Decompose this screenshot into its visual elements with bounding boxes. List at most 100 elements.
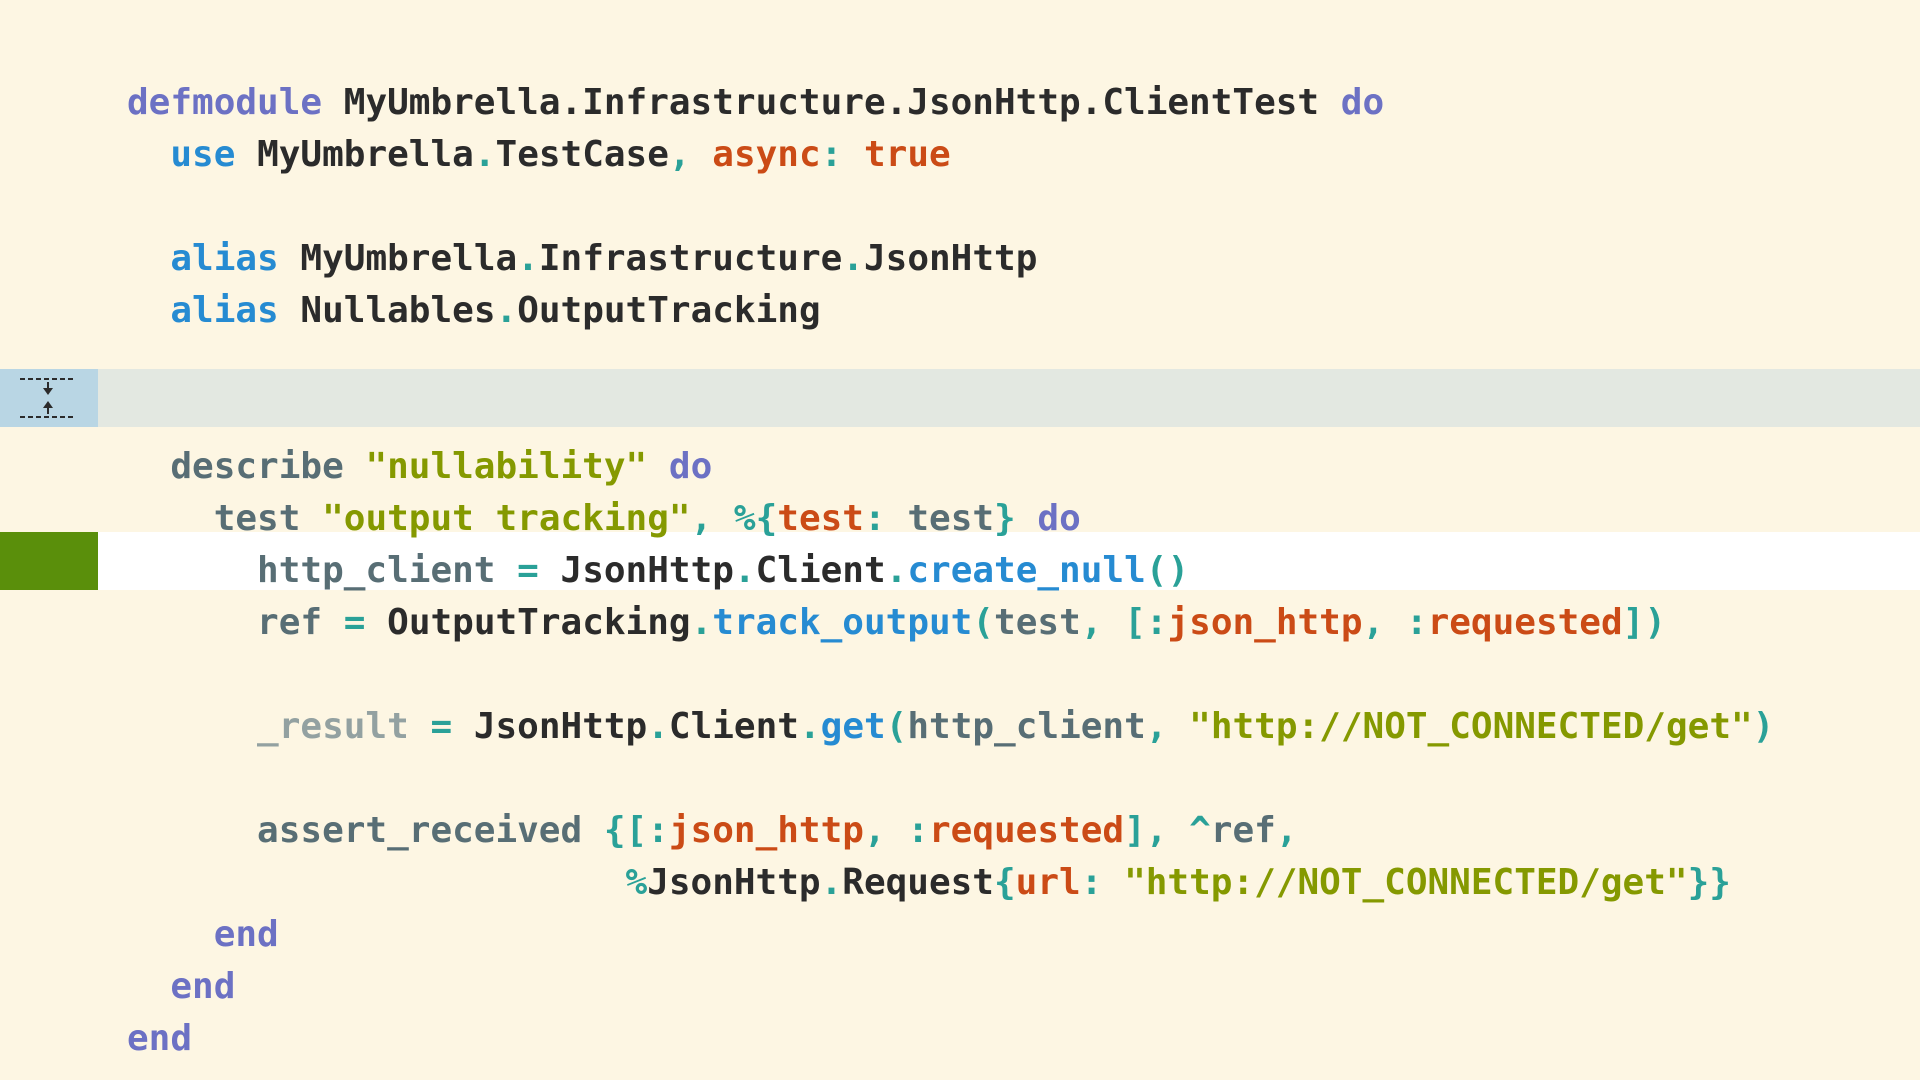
code-token: test: [213, 498, 301, 539]
code-token: describe: [170, 446, 344, 487]
code-token: alias: [170, 290, 279, 331]
code-token: alias: [170, 238, 279, 279]
code-token: , :: [863, 810, 929, 851]
code-token: MyUmbrella: [300, 238, 518, 279]
code-token: test: [777, 498, 864, 539]
code-token: ,: [1275, 810, 1298, 851]
code-line[interactable]: end: [0, 961, 1920, 1013]
code-token: TestCase: [495, 134, 669, 175]
code-token: .: [690, 602, 713, 643]
code-line[interactable]: alias Nullables.OutputTracking: [0, 285, 1920, 337]
code-token: Client: [668, 706, 799, 747]
code-token: .: [885, 550, 908, 591]
code-token: .: [473, 134, 496, 175]
code-token: http_client: [257, 550, 496, 591]
code-line[interactable]: test "output tracking", %{test: test} do: [0, 493, 1920, 545]
code-token: , :: [1362, 602, 1428, 643]
code-token: Nullables: [300, 290, 496, 331]
folded-region[interactable]: [0, 369, 1920, 427]
code-line-text: _result = JsonHttp.Client.get(http_clien…: [127, 701, 1774, 753]
code-line-text: %JsonHttp.Request{url: "http://NOT_CONNE…: [127, 857, 1731, 909]
code-line[interactable]: http_client = JsonHttp.Client.create_nul…: [0, 545, 1920, 597]
code-token: ^: [1189, 810, 1211, 851]
code-token: [127, 966, 170, 1007]
code-token: .: [798, 706, 821, 747]
code-token: ): [1752, 706, 1775, 747]
code-token: assert_received: [257, 810, 583, 851]
code-token: [1016, 498, 1038, 539]
code-line[interactable]: _result = JsonHttp.Client.get(http_clien…: [0, 701, 1920, 753]
code-token: [279, 238, 301, 279]
code-line-text: end: [127, 1013, 192, 1065]
code-line[interactable]: [0, 649, 1920, 701]
code-token: [235, 134, 257, 175]
code-line[interactable]: alias MyUmbrella.Infrastructure.JsonHttp: [0, 233, 1920, 285]
code-token: [539, 550, 561, 591]
code-line-text: end: [127, 961, 235, 1013]
code-token: requested: [1427, 602, 1623, 643]
code-token: MyUmbrella: [257, 134, 474, 175]
code-token: do: [1037, 498, 1081, 539]
code-line[interactable]: use MyUmbrella.TestCase, async: true: [0, 129, 1920, 181]
code-token: [:: [1124, 602, 1168, 643]
current-line-highlight: [98, 532, 1920, 590]
code-token: test: [994, 602, 1081, 643]
code-line-text: test "output tracking", %{test: test} do: [127, 493, 1081, 545]
code-token: [127, 290, 170, 331]
code-token: (: [885, 706, 908, 747]
code-token: .: [842, 238, 864, 279]
code-token: true: [864, 134, 951, 175]
code-line[interactable]: %JsonHttp.Request{url: "http://NOT_CONNE…: [0, 857, 1920, 909]
code-token: [127, 914, 214, 955]
code-line[interactable]: [0, 753, 1920, 805]
code-line[interactable]: assert_received {[:json_http, :requested…: [0, 805, 1920, 857]
code-token: Client: [755, 550, 886, 591]
code-token: url: [1015, 862, 1081, 903]
code-token: ,: [668, 134, 713, 175]
code-token: do: [668, 446, 713, 487]
code-token: ,: [690, 498, 734, 539]
code-token: (): [1145, 550, 1190, 591]
code-line[interactable]: describe "nullability" do: [0, 441, 1920, 493]
code-line[interactable]: [0, 181, 1920, 233]
code-line[interactable]: end: [0, 1013, 1920, 1065]
code-token: .: [733, 550, 756, 591]
code-token: OutputTracking: [517, 290, 821, 331]
code-token: %{: [733, 498, 778, 539]
code-token: ],: [1124, 810, 1190, 851]
code-line-text: describe "nullability" do: [127, 441, 712, 493]
code-token: .: [517, 238, 539, 279]
code-token: [582, 810, 604, 851]
code-token: [127, 810, 257, 851]
code-token: [127, 602, 257, 643]
code-line[interactable]: defmodule MyUmbrella.Infrastructure.Json…: [0, 77, 1920, 129]
code-line-text: defmodule MyUmbrella.Infrastructure.Json…: [127, 77, 1384, 129]
code-line[interactable]: ref = OutputTracking.track_output(test, …: [0, 597, 1920, 649]
code-token: :: [820, 134, 864, 175]
fold-expand-icon[interactable]: [0, 369, 98, 427]
code-token: use: [170, 134, 236, 175]
code-token: {: [993, 862, 1016, 903]
code-token: [452, 706, 474, 747]
code-token: JsonHttp: [647, 862, 821, 903]
code-token: %: [625, 862, 648, 903]
code-token: [127, 498, 214, 539]
code-token: :: [1080, 862, 1125, 903]
code-token: =: [430, 706, 453, 747]
code-line[interactable]: [0, 337, 1920, 389]
code-token: [127, 706, 257, 747]
code-token: JsonHttp: [473, 706, 648, 747]
code-token: =: [343, 602, 366, 643]
code-token: "http://NOT_CONNECTED/get": [1124, 862, 1688, 903]
code-token: _result: [257, 706, 409, 747]
code-token: [300, 498, 322, 539]
code-line-text: alias Nullables.OutputTracking: [127, 285, 821, 337]
git-change-marker: [0, 532, 98, 590]
code-line[interactable]: end: [0, 909, 1920, 961]
code-token: create_null: [907, 550, 1146, 591]
code-token: .: [647, 706, 669, 747]
code-token: [127, 134, 170, 175]
code-token: ,: [1145, 706, 1190, 747]
code-token: }: [994, 498, 1016, 539]
